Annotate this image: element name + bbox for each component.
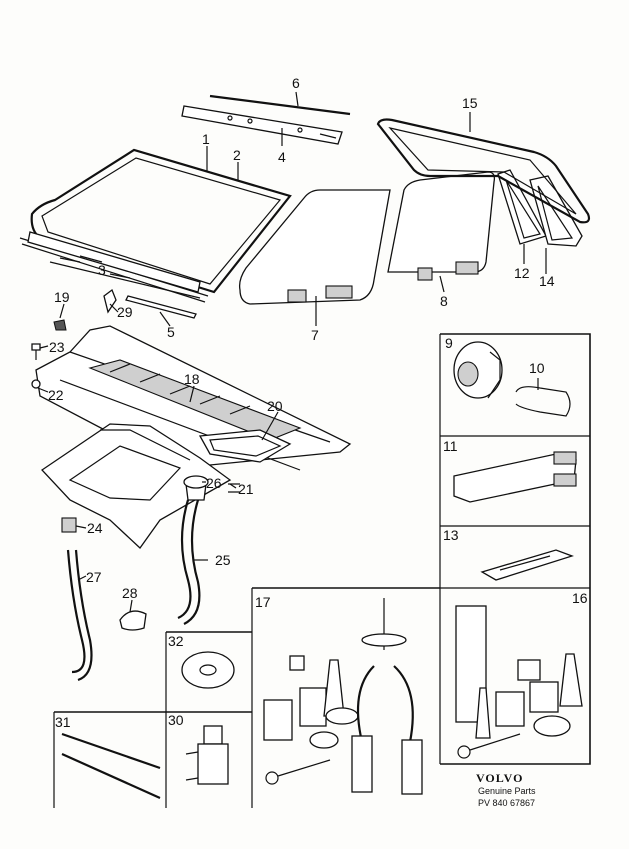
windscreen-glass <box>30 148 292 294</box>
glass-mounting-bracket <box>453 451 577 503</box>
callout-26: 26 <box>206 475 222 491</box>
callout-2: 2 <box>233 147 241 163</box>
callout-8: 8 <box>440 293 448 309</box>
callout-15: 15 <box>462 95 478 111</box>
cowl-fastener-clip <box>53 319 67 331</box>
callout-23: 23 <box>49 339 65 355</box>
roof-moulding-lower <box>181 105 343 145</box>
panel-box-32 <box>165 631 252 712</box>
rear-window <box>376 118 591 224</box>
callout-1: 1 <box>202 131 210 147</box>
panel-box-31 <box>53 711 166 808</box>
brand-name: VOLVO <box>476 771 523 785</box>
callout-3: 3 <box>98 262 106 278</box>
callout-21: 21 <box>238 481 254 497</box>
diagram-reference: PV 840 67867 <box>478 798 535 808</box>
callout-10: 10 <box>529 360 545 376</box>
callout-13: 13 <box>443 527 459 543</box>
callout-18: 18 <box>184 371 200 387</box>
callout-22: 22 <box>48 387 64 403</box>
callout-16: 16 <box>572 590 588 606</box>
callout-12: 12 <box>514 265 530 281</box>
callout-30: 30 <box>168 712 184 728</box>
cowl-trim-strip <box>27 231 201 299</box>
panel-box-17 <box>251 587 440 808</box>
callout-20: 20 <box>267 398 283 414</box>
sealant-kit-box <box>455 605 583 759</box>
adhesive-disc <box>181 651 235 689</box>
callout-32: 32 <box>168 633 184 649</box>
cowl-fastener-nut <box>31 379 41 389</box>
moulding-strip <box>125 295 197 319</box>
front-door-window <box>238 189 391 305</box>
callout-9: 9 <box>445 335 453 351</box>
brand-line: Genuine Parts <box>478 786 536 796</box>
hose-bracket <box>119 610 147 631</box>
panel-box-30 <box>165 711 252 808</box>
callout-24: 24 <box>87 520 103 536</box>
callout-6: 6 <box>292 75 300 91</box>
hose-grommet <box>183 475 209 489</box>
brand-block: VOLVO Genuine Parts PV 840 67867 <box>476 771 536 808</box>
callout-19: 19 <box>54 289 70 305</box>
primer-bottle <box>185 725 229 785</box>
wire-spring-clip <box>515 386 571 417</box>
panel-box-9-16 <box>439 333 591 765</box>
cowl-fastener-screw <box>31 343 41 360</box>
callout-labels: 1 2 3 4 5 6 7 8 9 10 11 12 13 14 15 16 1… <box>48 75 588 730</box>
drain-hose-left <box>66 549 93 682</box>
callout-4: 4 <box>278 149 286 165</box>
callout-14: 14 <box>539 273 555 289</box>
drain-valve <box>61 517 77 533</box>
callout-17: 17 <box>255 594 271 610</box>
quarter-window-rear <box>529 175 583 247</box>
retainer-plate <box>480 549 574 581</box>
mirror-mounting-clip <box>453 341 503 399</box>
clip-strip <box>103 288 117 314</box>
callout-31: 31 <box>55 714 71 730</box>
glazing-tool-kit <box>263 598 423 795</box>
callout-29: 29 <box>117 304 133 320</box>
rear-door-window <box>387 171 496 281</box>
callout-7: 7 <box>311 327 319 343</box>
leader-lines <box>37 91 547 613</box>
callout-27: 27 <box>86 569 102 585</box>
callout-11: 11 <box>443 438 458 454</box>
callout-5: 5 <box>167 324 175 340</box>
roof-moulding-upper <box>209 94 351 116</box>
callout-28: 28 <box>122 585 138 601</box>
callout-25: 25 <box>215 552 231 568</box>
sealing-cord <box>61 732 161 800</box>
